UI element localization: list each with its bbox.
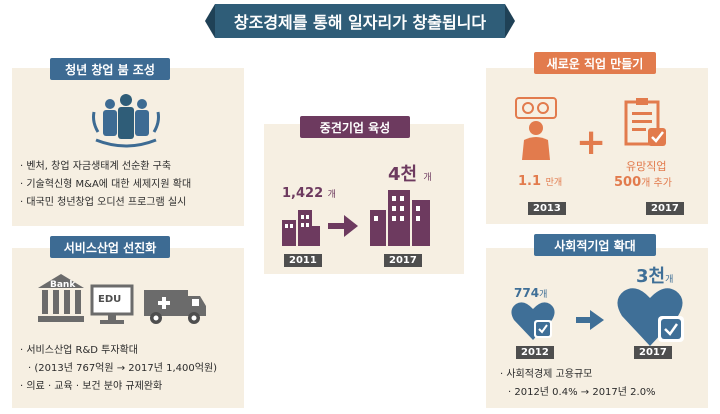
social-enterprise-tag-label: 사회적기업 확대 bbox=[554, 238, 636, 253]
social-year-right: 2017 bbox=[634, 346, 672, 359]
service-industry-tag-label: 서비스산업 선진화 bbox=[63, 240, 157, 255]
list-item: 사회적경제 고용규모 bbox=[500, 366, 706, 384]
youth-bullet-list: 벤처, 창업 자금생태계 선순환 구축 기술혁신형 M&A에 대한 세제지원 확… bbox=[20, 158, 240, 212]
sme-before-value: 1,422 개 bbox=[282, 186, 336, 201]
bank-label: Bank bbox=[50, 280, 76, 290]
new-jobs-left-value: 1.1 만개 bbox=[518, 174, 563, 189]
plus-icon: + bbox=[576, 122, 607, 163]
new-jobs-tag-label: 새로운 직업 만들기 bbox=[546, 56, 644, 71]
monitor-icon bbox=[90, 284, 134, 324]
new-jobs-year-left: 2013 bbox=[528, 202, 566, 215]
thinking-person-icon bbox=[515, 97, 557, 160]
people-network-icon bbox=[92, 94, 160, 148]
new-jobs-tag: 새로운 직업 만들기 bbox=[534, 52, 656, 74]
list-item: 벤처, 창업 자금생태계 선순환 구축 bbox=[20, 158, 240, 176]
checklist-icon bbox=[624, 98, 666, 146]
list-item: 기술혁신형 M&A에 대한 세제지원 확대 bbox=[20, 176, 240, 194]
list-item-sub: (2013년 767억원 → 2017년 1,400억원) bbox=[20, 360, 242, 378]
new-jobs-right-label: 유망직업 bbox=[626, 160, 667, 173]
youth-startup-tag-label: 청년 창업 붐 조성 bbox=[65, 62, 155, 77]
youth-startup-tag: 청년 창업 붐 조성 bbox=[50, 58, 170, 80]
social-caption: 사회적경제 고용규모 2012년 0.4% → 2017년 2.0% bbox=[500, 366, 706, 402]
list-item-sub: 2012년 0.4% → 2017년 2.0% bbox=[500, 384, 706, 402]
sme-tag: 중견기업 육성 bbox=[300, 116, 410, 138]
service-industry-tag: 서비스산업 선진화 bbox=[50, 236, 170, 258]
service-bullet-list: 서비스산업 R&D 투자확대 (2013년 767억원 → 2017년 1,40… bbox=[20, 342, 242, 396]
sme-panel bbox=[264, 124, 464, 274]
social-year-left: 2012 bbox=[516, 346, 554, 359]
social-left-value: 774개 bbox=[514, 286, 548, 300]
page-title: 창조경제를 통해 일자리가 창출됩니다 bbox=[205, 4, 515, 38]
list-item: 의료 · 교육 · 보건 분야 규제완화 bbox=[20, 378, 242, 396]
page-title-text: 창조경제를 통해 일자리가 창출됩니다 bbox=[233, 13, 487, 32]
new-jobs-year-right: 2017 bbox=[646, 202, 684, 215]
new-jobs-panel bbox=[486, 68, 708, 224]
sme-after-value: 4천 개 bbox=[388, 164, 432, 185]
tall-buildings-icon bbox=[370, 190, 430, 246]
sme-tag-label: 중견기업 육성 bbox=[319, 120, 391, 135]
sme-year-after: 2017 bbox=[384, 254, 422, 267]
small-buildings-icon bbox=[282, 210, 320, 246]
heart-check-small-icon bbox=[511, 302, 555, 340]
bank-icon bbox=[38, 274, 84, 322]
social-right-value: 3천개 bbox=[636, 266, 674, 287]
new-jobs-right-value: 500개 추가 bbox=[614, 175, 672, 190]
ambulance-icon bbox=[144, 290, 206, 324]
sme-year-before: 2011 bbox=[284, 254, 322, 267]
arrow-right-icon bbox=[328, 215, 358, 237]
heart-check-large-icon bbox=[617, 288, 684, 346]
social-enterprise-tag: 사회적기업 확대 bbox=[534, 234, 656, 256]
arrow-right-icon bbox=[576, 310, 604, 330]
list-item: 서비스산업 R&D 투자확대 bbox=[20, 342, 242, 360]
list-item: 대국민 청년창업 오디션 프로그램 실시 bbox=[20, 194, 240, 212]
edu-label: EDU bbox=[98, 294, 122, 305]
